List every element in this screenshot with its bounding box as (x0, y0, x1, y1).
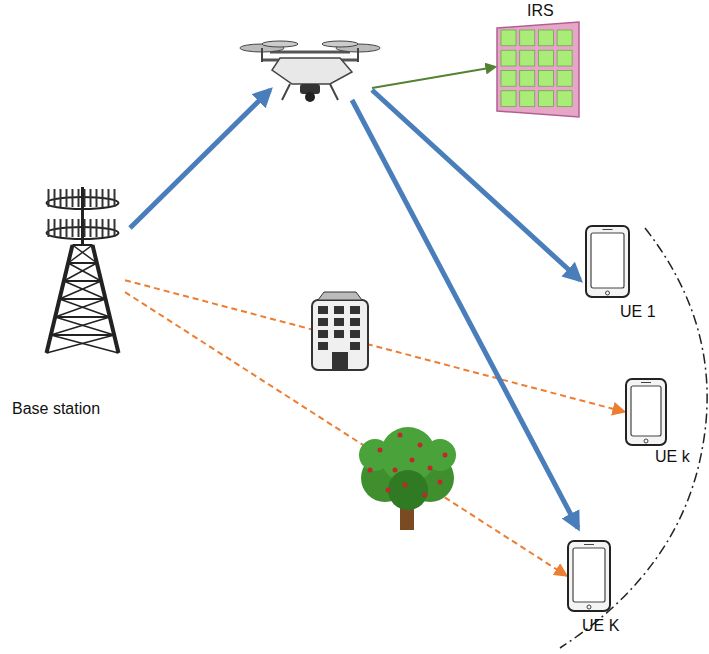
node-label: UE K (582, 617, 619, 635)
user-equipment-icon (625, 378, 667, 446)
building (312, 292, 368, 370)
user-equipment: UE k (625, 378, 667, 446)
coverage-arc (560, 228, 707, 648)
irs-panel: IRS (497, 22, 579, 117)
base-station-icon (40, 185, 125, 355)
node-label: UE k (655, 448, 690, 466)
signal-path (125, 292, 567, 576)
tree (359, 427, 456, 530)
base-station: Base station (40, 185, 125, 355)
irs-link (372, 67, 495, 88)
node-label: UE 1 (620, 303, 656, 321)
irs-panel-icon (497, 22, 579, 117)
user-equipment: UE 1 (585, 225, 630, 298)
user-equipment: UE K (567, 540, 611, 612)
signal-path (125, 280, 625, 412)
node-label: Base station (12, 400, 100, 418)
user-equipment-icon (585, 225, 630, 298)
user-equipment-icon (567, 540, 611, 612)
uav-link (352, 100, 578, 528)
uav-link (130, 90, 270, 228)
uav-drone (240, 41, 380, 102)
node-label: IRS (527, 2, 554, 20)
uav-link (372, 90, 580, 280)
